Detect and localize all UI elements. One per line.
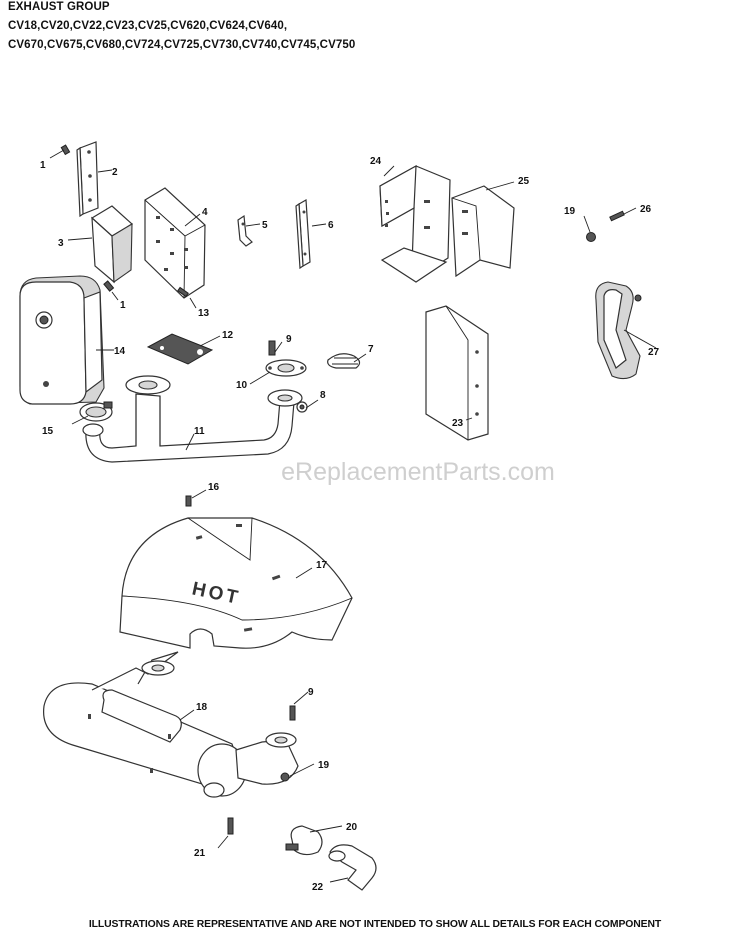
callout-10: 10 <box>236 380 248 391</box>
part-9-stud-lower <box>289 705 296 721</box>
part-5-clip <box>237 214 253 247</box>
part-19-nut-lower <box>280 772 290 782</box>
callout-18: 18 <box>196 702 208 713</box>
part-15-clamp <box>79 401 113 422</box>
callout-27: 27 <box>648 347 660 358</box>
callout-6: 6 <box>328 220 334 231</box>
part-23-shield <box>425 305 489 441</box>
callout-15: 15 <box>42 426 54 437</box>
callout-22: 22 <box>312 882 324 893</box>
diagram-title: EXHAUST GROUP <box>8 1 110 13</box>
callout-9-upper: 9 <box>286 334 292 345</box>
part-14-exhaust-box <box>19 275 105 405</box>
part-27-elbow <box>595 281 642 380</box>
callout-2: 2 <box>112 167 118 178</box>
callout-20: 20 <box>346 822 358 833</box>
model-list-line-1: CV18,CV20,CV22,CV23,CV25,CV620,CV624,CV6… <box>8 20 288 32</box>
model-list-line-2: CV670,CV675,CV680,CV724,CV725,CV730,CV74… <box>8 39 356 51</box>
part-12-gasket <box>146 333 214 365</box>
callout-19-lower: 19 <box>318 760 330 771</box>
callout-17: 17 <box>316 560 328 571</box>
callout-14: 14 <box>114 346 126 357</box>
callout-19-upper: 19 <box>564 206 576 217</box>
callout-7: 7 <box>368 344 374 355</box>
part-8-nut <box>296 401 308 413</box>
callout-5: 5 <box>262 220 268 231</box>
callout-21: 21 <box>194 848 206 859</box>
callout-26: 26 <box>640 204 652 215</box>
callout-13: 13 <box>198 308 210 319</box>
callout-3: 3 <box>58 238 64 249</box>
part-1-screw-lower <box>103 280 115 292</box>
part-26-screw <box>609 210 625 222</box>
leader-lines <box>49 149 657 883</box>
part-13-screw <box>177 286 189 298</box>
callout-24: 24 <box>370 156 382 167</box>
callout-23: 23 <box>452 418 464 429</box>
callout-12: 12 <box>222 330 234 341</box>
disclaimer-footer: ILLUSTRATIONS ARE REPRESENTATIVE AND ARE… <box>88 919 662 930</box>
part-4-plate <box>144 187 206 299</box>
callout-labels: 1 2 3 4 5 6 1 13 12 14 15 11 9 10 8 7 24… <box>40 156 660 893</box>
callout-8: 8 <box>320 390 326 401</box>
callout-4: 4 <box>202 207 208 218</box>
part-11-exhaust-pipe <box>82 375 303 463</box>
part-7-clamp <box>327 353 361 369</box>
part-20-clamp <box>285 825 323 856</box>
callout-11: 11 <box>194 426 205 437</box>
part-3-cover <box>90 205 134 284</box>
part-9-stud-upper <box>268 340 276 356</box>
part-18-muffler <box>43 651 299 798</box>
callout-1-lower: 1 <box>120 300 126 311</box>
part-24-bracket <box>379 164 451 283</box>
callout-16: 16 <box>208 482 220 493</box>
part-10-gasket <box>265 359 307 377</box>
callout-1-upper: 1 <box>40 160 46 171</box>
part-25-plate <box>451 185 515 278</box>
callout-9-lower: 9 <box>308 687 314 698</box>
callout-25: 25 <box>518 176 530 187</box>
part-6-bracket <box>295 199 311 270</box>
part-1-screw-upper <box>60 144 71 156</box>
watermark: eReplacementParts.com <box>281 458 555 486</box>
part-16-screw <box>185 495 192 507</box>
part-2-bracket <box>76 141 99 218</box>
part-22-tailpipe <box>328 844 377 891</box>
part-17-heat-shield: HOT <box>119 517 353 649</box>
part-19-nut-upper <box>586 232 596 242</box>
part-21-screw <box>227 817 234 835</box>
